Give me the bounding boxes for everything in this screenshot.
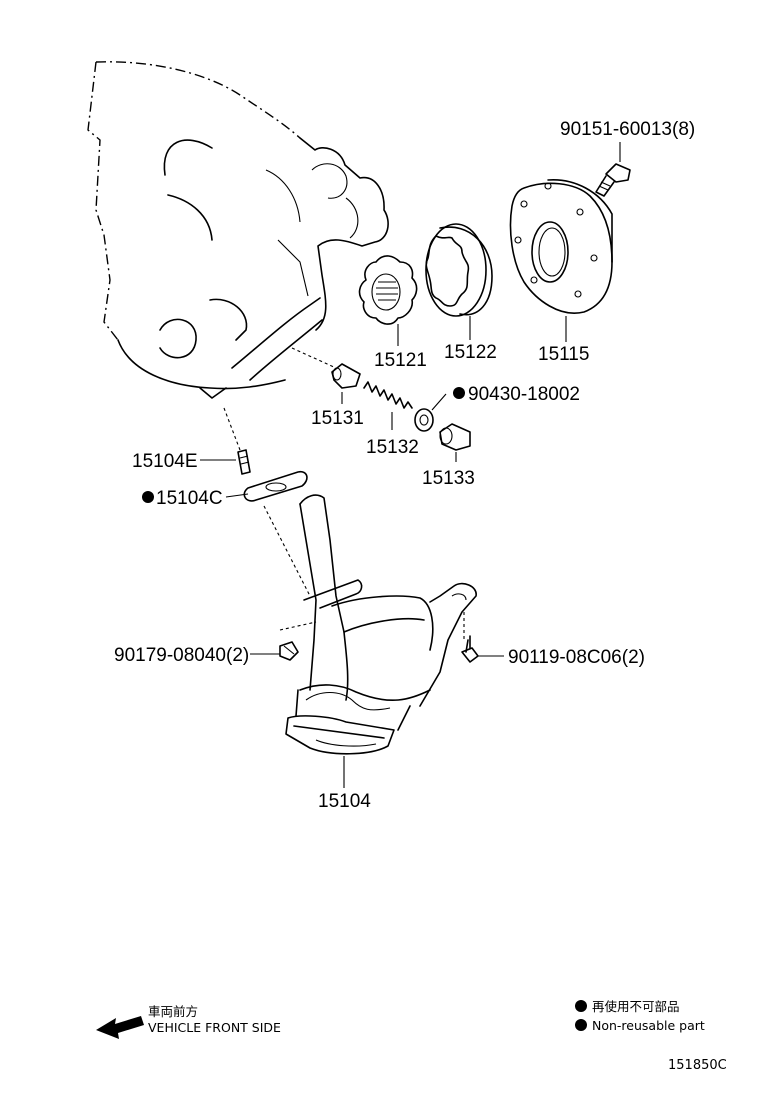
non-reusable-marker-90430	[453, 387, 465, 399]
stud-15104E[interactable]	[223, 407, 251, 475]
relief-valve-15131[interactable]	[331, 363, 361, 389]
non-reusable-marker-15104C	[142, 491, 154, 503]
label-15133[interactable]: 15133	[422, 468, 475, 489]
label-15104C[interactable]: 15104C	[156, 488, 223, 509]
label-15115[interactable]: 15115	[538, 344, 589, 365]
inner-rotor-15121[interactable]	[358, 255, 418, 325]
label-15131[interactable]: 15131	[311, 408, 364, 429]
engine-block-outline	[87, 61, 389, 399]
direction-label-jp: 車両前方	[148, 1004, 198, 1019]
oil-strainer-15104[interactable]	[279, 494, 477, 755]
label-90151[interactable]: 90151-60013(8)	[560, 119, 695, 140]
legend-bullet-icon	[575, 1019, 587, 1031]
outer-rotor-15122[interactable]	[425, 223, 493, 317]
label-15122[interactable]: 15122	[444, 342, 497, 363]
legend-label-en: Non-reusable part	[592, 1018, 705, 1033]
direction-label-en: VEHICLE FRONT SIDE	[148, 1020, 281, 1035]
diagram-code: 151850C	[668, 1058, 727, 1073]
bolt-90151[interactable]	[595, 163, 631, 197]
bolt-90119[interactable]	[461, 635, 479, 663]
bolt-90179[interactable]	[279, 641, 299, 661]
label-90430[interactable]: 90430-18002	[468, 384, 580, 405]
legend-label-jp: 再使用不可部品	[592, 999, 680, 1014]
gasket-15104C[interactable]	[243, 470, 308, 502]
vehicle-front-arrow-icon	[96, 1016, 144, 1039]
pump-cover-15115[interactable]	[509, 179, 613, 314]
spring-15132[interactable]	[363, 381, 413, 409]
gasket-90430[interactable]	[414, 408, 434, 432]
label-90179[interactable]: 90179-08040(2)	[114, 645, 249, 666]
plug-15133[interactable]	[439, 423, 471, 451]
legend-bullet-icon	[575, 1000, 587, 1012]
label-15121[interactable]: 15121	[374, 350, 427, 371]
label-15104[interactable]: 15104	[318, 791, 371, 812]
label-15132[interactable]: 15132	[366, 437, 419, 458]
label-90119[interactable]: 90119-08C06(2)	[508, 647, 645, 668]
label-15104E[interactable]: 15104E	[132, 451, 198, 472]
